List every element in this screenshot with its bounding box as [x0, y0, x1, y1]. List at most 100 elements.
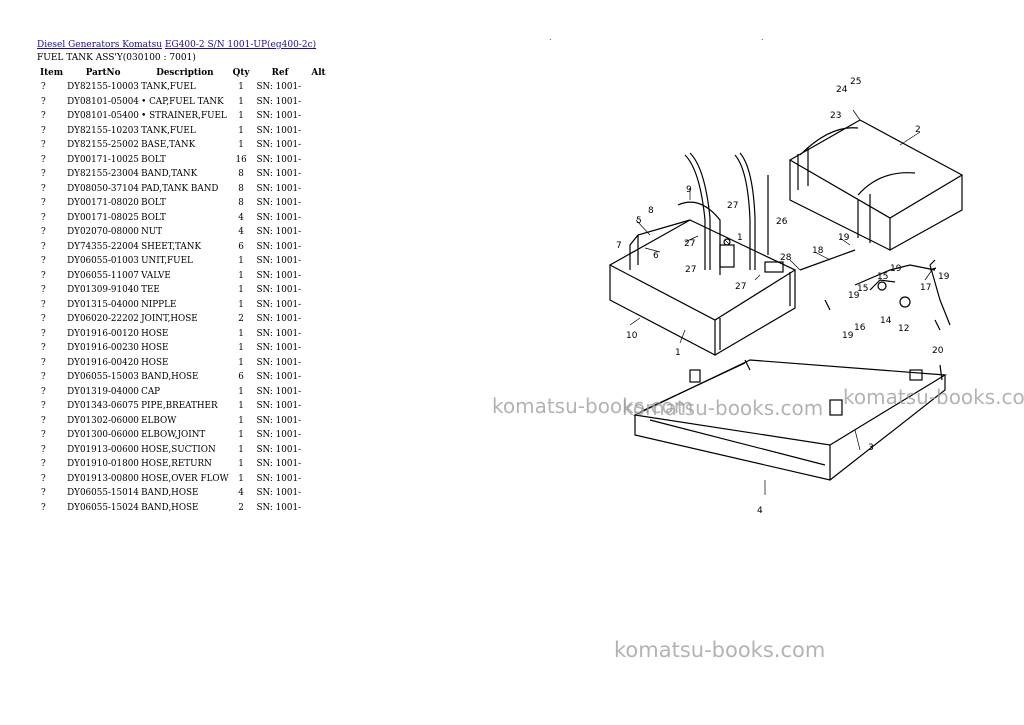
cell-alt	[308, 240, 330, 255]
cell-desc: PIPE,BREATHER	[141, 401, 218, 412]
callout-15: 15	[877, 272, 888, 282]
callout-22: 24	[836, 85, 848, 95]
callout-2: 2	[915, 125, 921, 135]
callout-12: 12	[898, 324, 909, 334]
cell-partno: DY00171-10025	[67, 154, 139, 165]
cell-qty: 2	[238, 314, 244, 325]
cell-alt	[308, 124, 330, 139]
cell-ref: SN: 1001-	[256, 212, 302, 223]
cell-partno: DY06055-01003	[67, 256, 139, 267]
cell-partno: DY06055-11007	[67, 270, 139, 281]
cell-alt	[308, 385, 330, 400]
cell-alt	[308, 327, 330, 342]
cell-alt	[308, 356, 330, 371]
cell-ref: SN: 1001-	[256, 270, 302, 281]
cell-partno: DY00171-08020	[67, 198, 139, 209]
cell-ref: SN: 1001-	[256, 96, 302, 107]
callout-24: 27	[684, 239, 695, 249]
cell-alt	[308, 312, 330, 327]
cell-item: ?	[41, 299, 46, 310]
callout-4: 4	[757, 506, 763, 516]
cell-qty: 6	[238, 372, 244, 383]
cell-desc: HOSE	[141, 343, 169, 354]
cell-partno: DY08101-05004	[67, 96, 139, 107]
cell-partno: DY01319-04000	[67, 386, 139, 397]
cell-desc: BAND,HOSE	[141, 502, 199, 513]
cell-ref: SN: 1001-	[256, 82, 302, 93]
cell-qty: 6	[238, 241, 244, 252]
cell-item: ?	[41, 125, 46, 136]
parts-table: Item PartNo Description Qty Ref Alt ?DY8…	[37, 66, 330, 515]
cell-qty: 8	[238, 183, 244, 194]
cell-ref: SN: 1001-	[256, 430, 302, 441]
callout-27b: 27	[735, 282, 746, 292]
breadcrumb-link-model[interactable]: EG400-2 S/N 1001-UP(eg400-2c)	[164, 40, 317, 50]
cell-qty: 1	[238, 270, 244, 281]
callout-9: 9	[686, 185, 692, 195]
cell-item: ?	[41, 473, 46, 484]
cell-qty: 1	[238, 343, 244, 354]
cell-item: ?	[41, 183, 46, 194]
cell-alt	[308, 428, 330, 443]
cell-qty: 1	[238, 285, 244, 296]
cell-desc: JOINT,HOSE	[141, 314, 198, 325]
cell-partno: DY01343-06075	[67, 401, 139, 412]
cell-qty: 1	[238, 444, 244, 455]
cell-ref: SN: 1001-	[256, 386, 302, 397]
cell-desc: • CAP,FUEL TANK	[141, 96, 224, 107]
cell-partno: DY82155-10203	[67, 125, 139, 136]
column-header-qty: Qty	[232, 68, 250, 78]
cell-ref: SN: 1001-	[256, 154, 302, 165]
callout-19b: 19	[890, 264, 902, 274]
cell-item: ?	[41, 459, 46, 470]
cell-desc: HOSE	[141, 328, 169, 339]
cell-desc: HOSE,OVER FLOW	[141, 473, 229, 484]
callout-19: 19	[838, 233, 850, 243]
top-mark: .	[761, 33, 764, 42]
callout-1-small: 1	[737, 233, 743, 243]
cell-qty: 1	[238, 256, 244, 267]
cell-qty: 1	[238, 459, 244, 470]
callout-leaders	[629, 109, 933, 495]
cell-alt	[308, 225, 330, 240]
callout-23: 25	[850, 77, 861, 87]
cell-partno: DY00171-08025	[67, 212, 139, 223]
cell-item: ?	[41, 314, 46, 325]
cell-alt	[308, 283, 330, 298]
callout-16: 16	[854, 323, 866, 333]
cell-ref: SN: 1001-	[256, 357, 302, 368]
cell-alt	[308, 370, 330, 385]
callout-7: 7	[616, 241, 622, 251]
watermark: komatsu-books.com	[843, 385, 1024, 409]
cell-partno: DY06020-22202	[67, 314, 139, 325]
fuel-tank-right	[788, 119, 964, 251]
cell-item: ?	[41, 444, 46, 455]
cell-ref: SN: 1001-	[256, 198, 302, 209]
cell-item: ?	[41, 386, 46, 397]
cell-partno: DY08050-37104	[67, 183, 139, 194]
cell-alt	[308, 298, 330, 313]
breadcrumb-link-category[interactable]: Diesel Generators Komatsu	[37, 40, 163, 50]
cell-partno: DY01913-00600	[67, 444, 139, 455]
cell-alt	[308, 109, 330, 124]
cell-alt	[308, 95, 330, 110]
cell-alt	[308, 501, 330, 516]
cell-qty: 1	[238, 415, 244, 426]
cell-qty: 1	[238, 125, 244, 136]
cell-item: ?	[41, 415, 46, 426]
cell-qty: 4	[238, 488, 244, 499]
cell-qty: 1	[238, 96, 244, 107]
